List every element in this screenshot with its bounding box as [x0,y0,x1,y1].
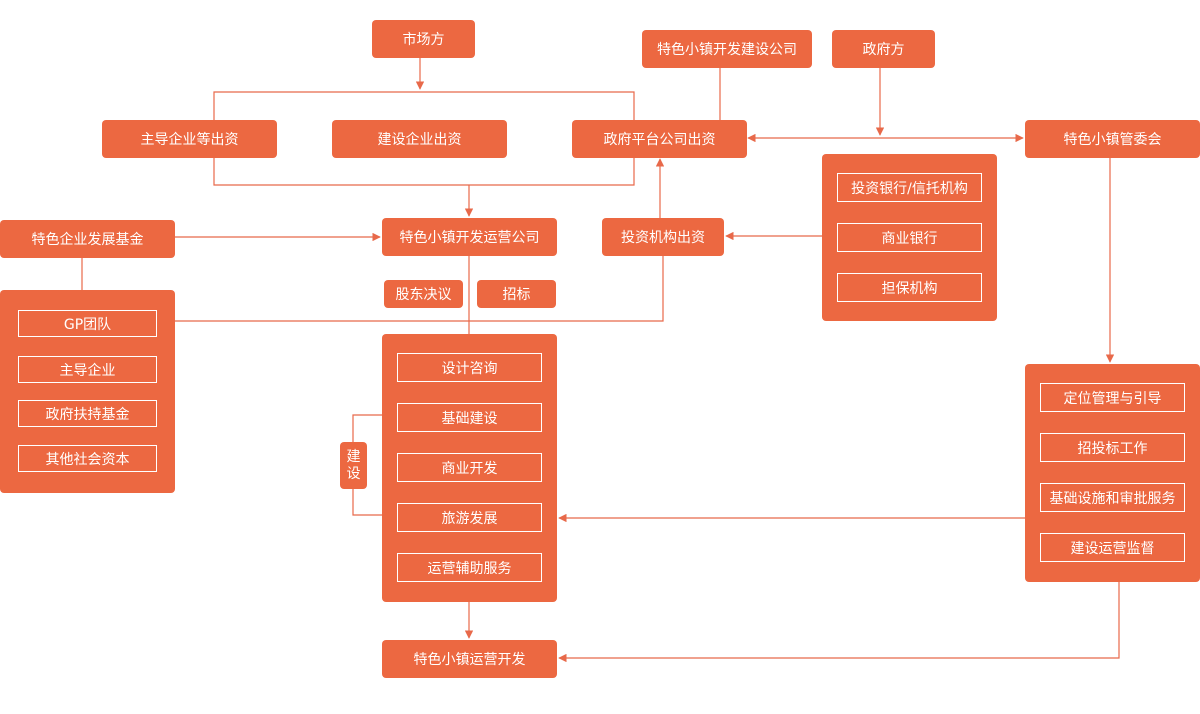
line-members-to-investment [175,256,664,322]
bidding-node: 招标 [477,280,556,308]
construction-label: 建 设 [340,442,367,489]
construction-enterprise-funding-node: 建设企业出资 [332,120,507,158]
ops-service-item: 旅游发展 [397,503,542,532]
committee-duty-item: 基础设施和审批服务 [1040,483,1185,512]
committee-node: 特色小镇管委会 [1025,120,1200,158]
institutions-panel [822,154,997,321]
ops-service-item: 设计咨询 [397,353,542,382]
dev-company-node: 特色小镇开发建设公司 [642,30,812,68]
ops-service-item: 运营辅助服务 [397,553,542,582]
construction-label-char: 设 [346,465,361,482]
government-node: 政府方 [832,30,935,68]
final-output-node: 特色小镇运营开发 [382,640,557,678]
committee-duty-item: 招投标工作 [1040,433,1185,462]
ops-service-item: 基础建设 [397,403,542,432]
ops-service-item: 商业开发 [397,453,542,482]
ops-services-panel [382,334,557,602]
committee-duty-item: 定位管理与引导 [1040,383,1185,412]
fund-member-item: 主导企业 [18,356,157,383]
gov-platform-funding-node: 政府平台公司出资 [572,120,747,158]
fund-member-item: 政府扶持基金 [18,400,157,427]
committee-duties-panel [1025,364,1200,582]
investment-funding-node: 投资机构出资 [602,218,724,256]
fund-member-item: 其他社会资本 [18,445,157,472]
line-funding-bottom-bracket [213,157,635,186]
leading-enterprise-funding-node: 主导企业等出资 [102,120,277,158]
ops-company-node: 特色小镇开发运营公司 [382,218,557,256]
institution-item: 投资银行/信托机构 [837,173,982,202]
institution-item: 商业银行 [837,223,982,252]
institution-item: 担保机构 [837,273,982,302]
line-duties-to-output [558,582,1120,663]
fund-member-item: GP团队 [18,310,157,337]
construction-label-char: 建 [346,448,361,465]
enterprise-fund-node: 特色企业发展基金 [0,220,175,258]
line-funding-top-bracket [213,91,635,120]
fund-members-panel [0,290,175,493]
shareholder-resolution-node: 股东决议 [384,280,463,308]
market-node: 市场方 [372,20,475,58]
committee-duty-item: 建设运营监督 [1040,533,1185,562]
